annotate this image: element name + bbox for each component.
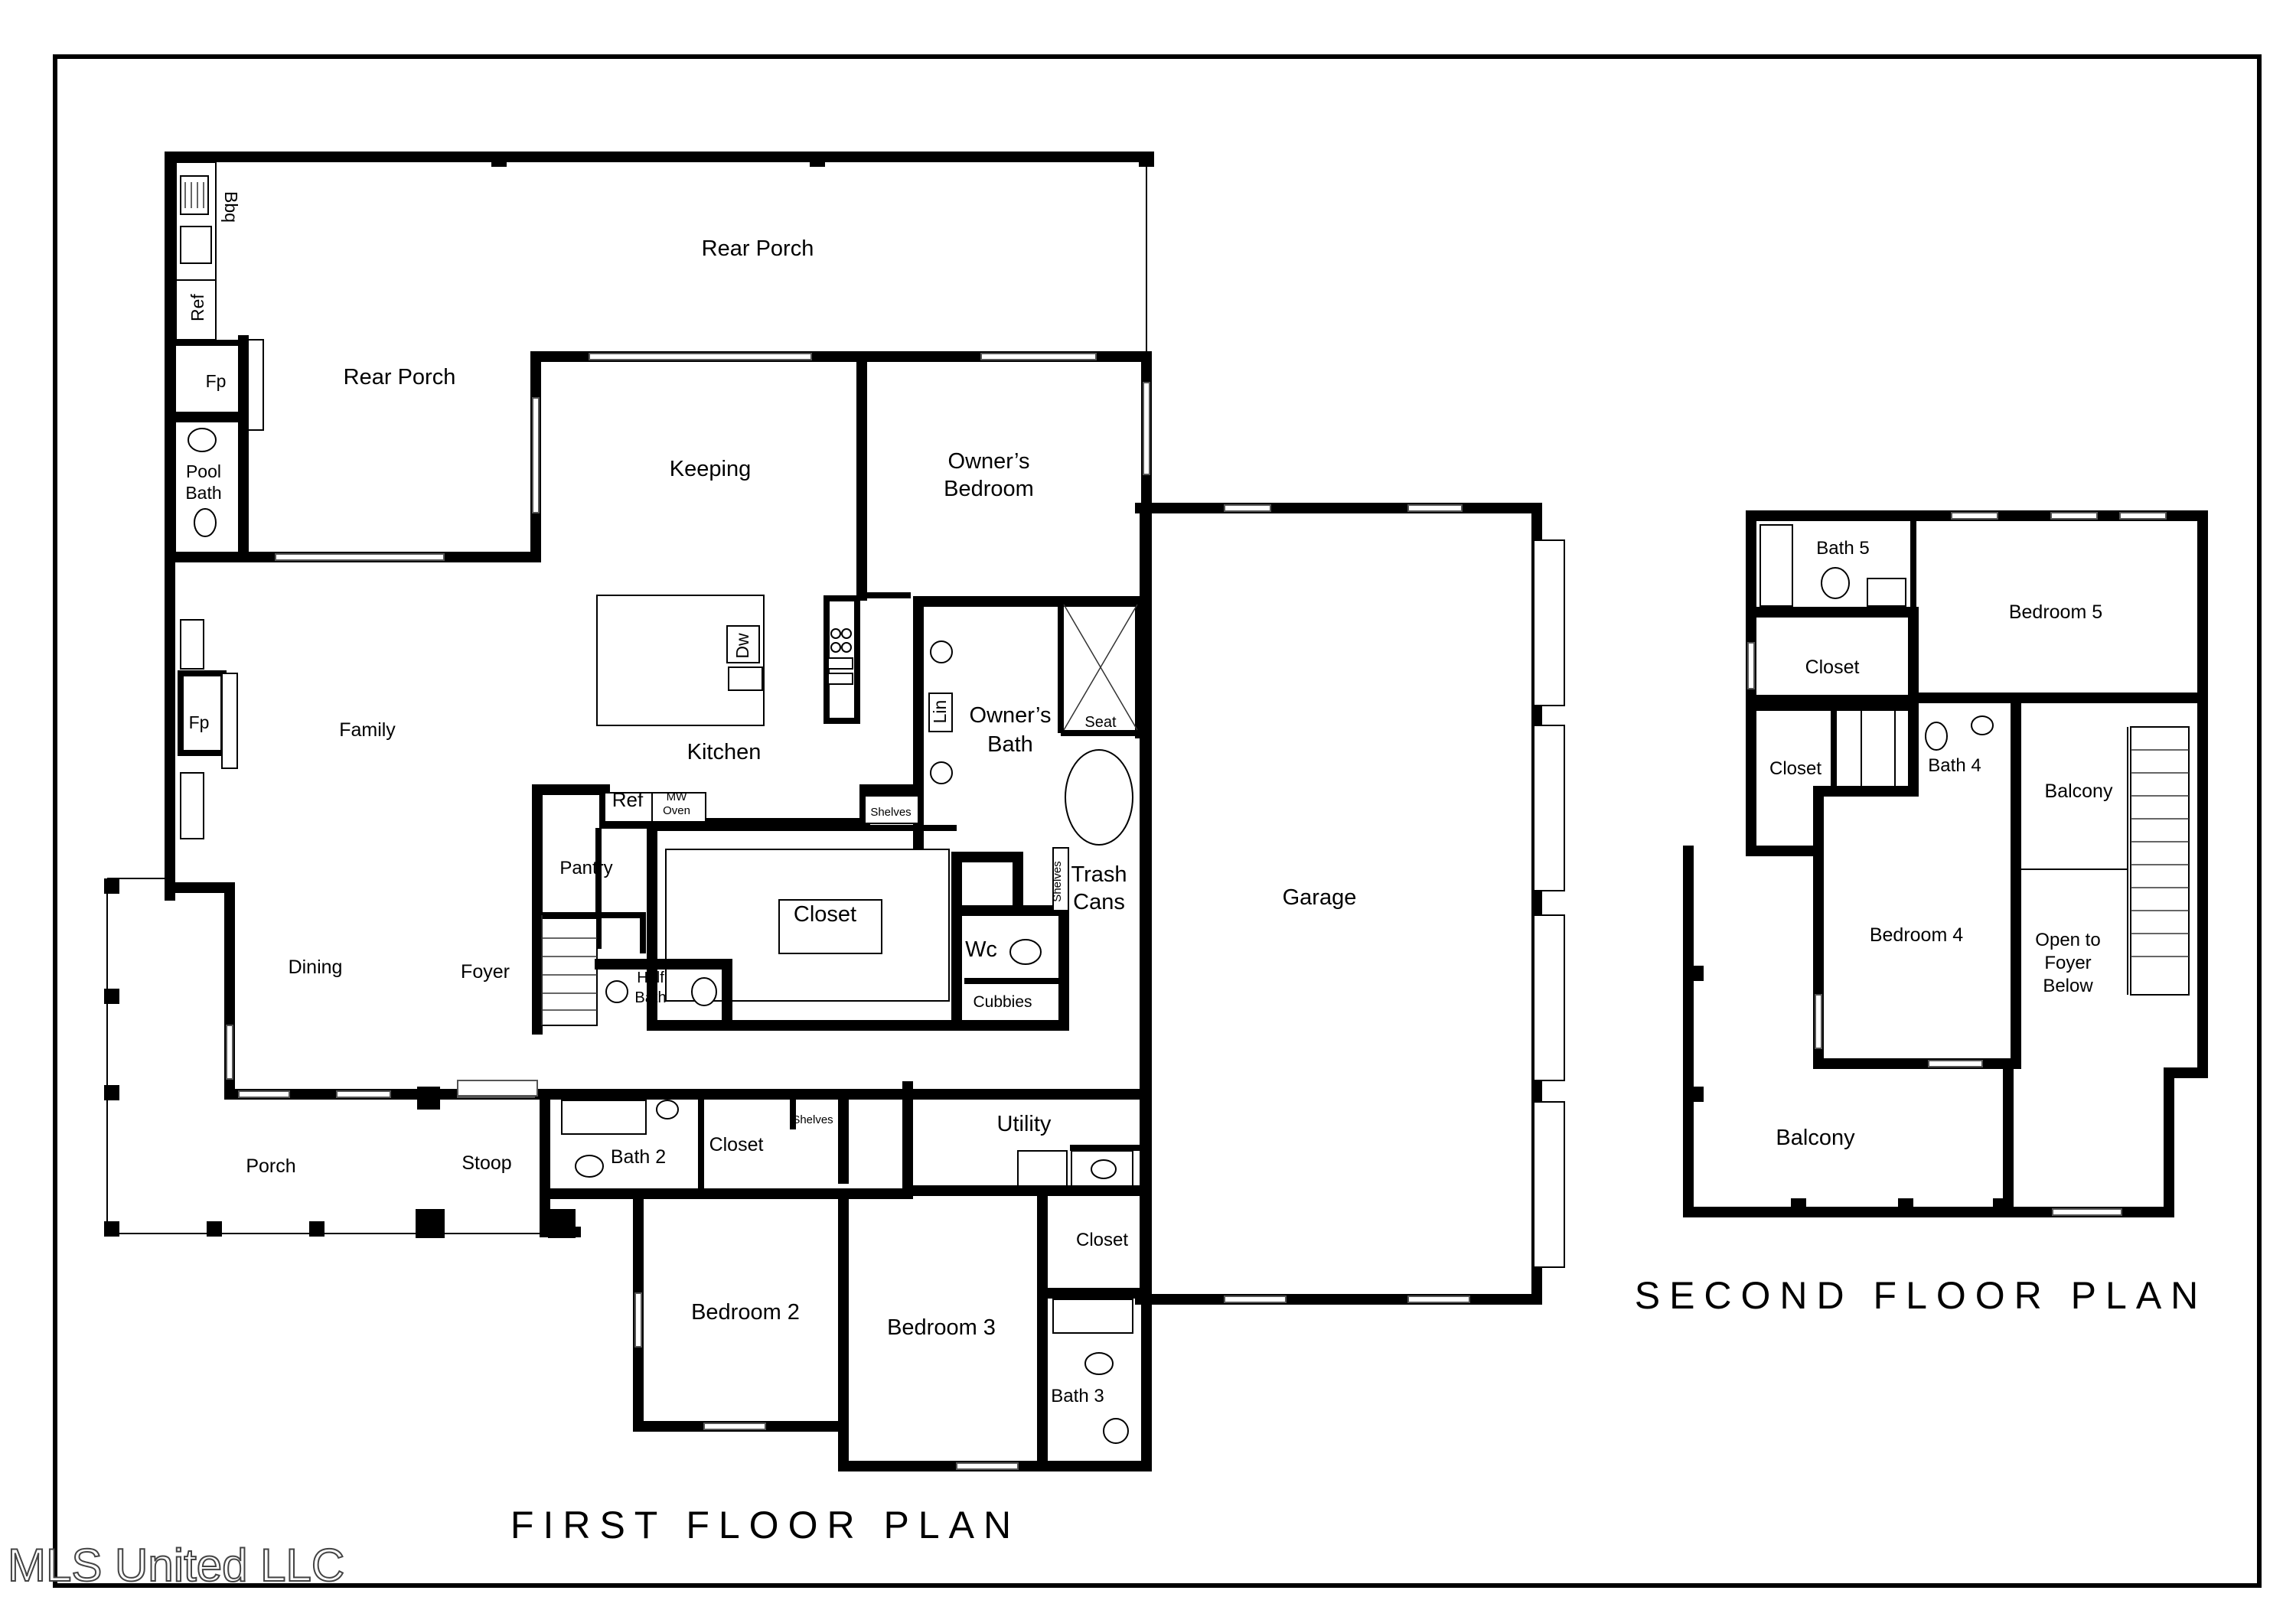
room-label-utility: Utility <box>997 1112 1052 1136</box>
room-label-open-foyer-line2: Foyer <box>2044 953 2091 973</box>
room-label-family: Family <box>339 719 396 741</box>
fixture-label-fp-porch: Fp <box>206 371 227 391</box>
south-main-walls <box>165 882 1146 1196</box>
room-label-bath5: Bath 5 <box>1816 538 1869 559</box>
room-label-bath2: Bath 2 <box>611 1146 666 1168</box>
page-frame <box>53 54 2262 1588</box>
room-label-foyer: Foyer <box>461 961 510 983</box>
first-floor-labels: Rear Porch Rear Porch Bbq Ref Fp Pool Ba… <box>185 191 1356 1406</box>
wc-trash-cubbies <box>951 847 1069 1031</box>
room-label-closet-b3: Closet <box>1076 1230 1128 1250</box>
fixture-label-mw-oven-line1: MW <box>667 790 687 803</box>
fixture-label-lin: Lin <box>930 700 950 724</box>
room-label-owners-bedroom-line2: Bedroom <box>944 477 1034 501</box>
keeping-walls <box>238 351 1152 601</box>
fixture-label-mw-oven-line2: Oven <box>663 804 690 817</box>
fixture-label-shelves-hall: Shelves <box>792 1113 833 1126</box>
room-label-bedroom3: Bedroom 3 <box>887 1315 996 1340</box>
front-porch <box>104 878 576 1238</box>
room-label-bath4: Bath 4 <box>1928 755 1981 776</box>
room-label-wc: Wc <box>965 937 997 962</box>
kitchen-fixtures <box>596 595 860 726</box>
room-label-half-bath-line2: Bath <box>634 989 666 1006</box>
fixture-label-seat: Seat <box>1084 714 1117 731</box>
room-label-bath3: Bath 3 <box>1051 1386 1104 1406</box>
room-label-rear-porch-west: Rear Porch <box>344 365 456 389</box>
second-floor-plan <box>1683 510 2208 1217</box>
first-floor-title: FIRST FLOOR PLAN <box>510 1504 1020 1546</box>
garage-walls <box>1135 503 1565 1305</box>
room-label-bedroom5: Bedroom 5 <box>2009 601 2102 623</box>
room-label-owners-bath-line2: Bath <box>987 732 1033 757</box>
room-label-garage: Garage <box>1283 885 1357 910</box>
room-label-balcony-bottom: Balcony <box>1776 1126 1855 1150</box>
fixture-label-bbq: Bbq <box>221 191 241 223</box>
rear-porch-outline <box>165 152 1154 357</box>
room-label-open-foyer-line1: Open to <box>2035 930 2100 950</box>
second-floor-labels: Bath 5 Bedroom 5 Closet Closet Bath 4 Ba… <box>1769 538 2113 1150</box>
room-label-dining: Dining <box>289 957 343 978</box>
fixture-label-fp-family: Fp <box>189 712 210 732</box>
fixture-label-ref-porch: Ref <box>188 294 207 321</box>
room-label-porch: Porch <box>246 1155 295 1177</box>
room-label-bedroom4: Bedroom 4 <box>1870 924 1963 946</box>
second-floor-title: SECOND FLOOR PLAN <box>1635 1274 2208 1317</box>
room-label-closet-main: Closet <box>794 902 856 927</box>
porch-fireplace-and-pool-bath <box>165 335 264 562</box>
room-label-pool-bath-line1: Pool <box>186 461 221 481</box>
room-label-stoop: Stoop <box>461 1152 511 1174</box>
fixture-label-shelves-wc: Shelves <box>1051 861 1064 901</box>
family-fireplace <box>178 619 238 839</box>
room-label-closet-b2: Closet <box>709 1134 764 1155</box>
room-label-trash-cans-line2: Cans <box>1073 890 1125 914</box>
room-label-owners-bath-line1: Owner’s <box>970 703 1052 728</box>
room-label-cubbies: Cubbies <box>973 993 1032 1011</box>
room-label-balcony-right: Balcony <box>2045 781 2113 802</box>
pantry-closet-walls <box>532 784 962 1035</box>
room-label-rear-porch: Rear Porch <box>702 236 814 261</box>
room-label-trash-cans-line1: Trash <box>1071 862 1127 887</box>
room-label-bedroom2: Bedroom 2 <box>691 1300 800 1325</box>
room-label-kitchen: Kitchen <box>687 740 762 764</box>
room-label-closet-top: Closet <box>1805 657 1860 678</box>
fixture-label-shelves-kitchen: Shelves <box>870 806 911 819</box>
fixture-label-dw: Dw <box>732 633 752 659</box>
bedroom-wing-walls <box>540 1089 1152 1471</box>
room-label-pool-bath-line2: Bath <box>185 483 221 503</box>
room-label-pantry: Pantry <box>559 858 612 878</box>
watermark: MLS United LLC <box>8 1540 344 1591</box>
room-label-keeping: Keeping <box>670 457 751 481</box>
room-label-owners-bedroom-line1: Owner’s <box>948 449 1030 474</box>
second-floor-stairs <box>2130 726 2190 996</box>
first-floor-plan <box>104 152 1565 1471</box>
room-label-open-foyer-line3: Below <box>2043 976 2093 996</box>
room-label-closet-left: Closet <box>1769 758 1821 779</box>
room-label-half-bath-line1: Half <box>637 970 664 986</box>
fixture-label-ref-kitchen: Ref <box>612 788 644 811</box>
